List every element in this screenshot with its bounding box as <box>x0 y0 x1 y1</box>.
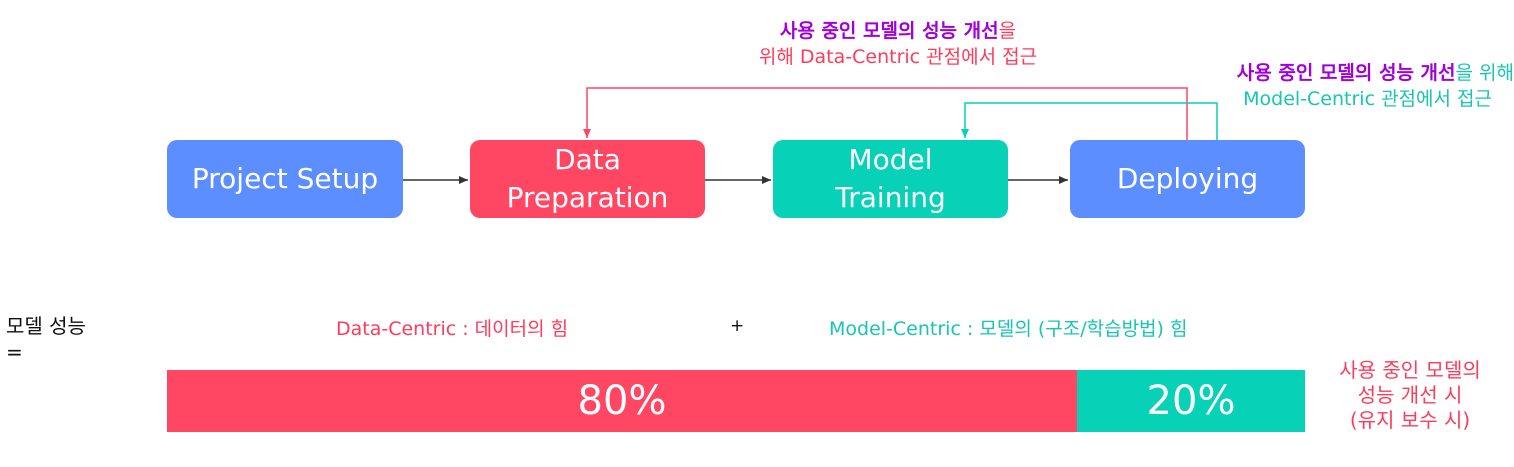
model-centric-annotation-emphasis: 사용 중인 모델의 성능 개선 <box>1236 62 1456 84</box>
data-centric-label: Data-Centric : 데이터의 힘 <box>336 318 569 340</box>
model-centric-annotation-line1: 사용 중인 모델의 성능 개선을 위해 <box>1180 60 1514 86</box>
model-centric-label: Model-Centric : 모델의 (구조/학습방법) 힘 <box>829 318 1188 340</box>
performance-bar: 80% 20% <box>167 370 1305 432</box>
performance-label: 모델 성능 = <box>6 313 86 365</box>
performance-label-line2: = <box>6 340 23 364</box>
maintenance-note-line2: 성능 개선 시 <box>1357 383 1463 407</box>
plus-sign: + <box>730 316 745 336</box>
step-project-setup-label: Project Setup <box>191 162 379 195</box>
data-centric-annotation-emphasis: 사용 중인 모델의 성능 개선 <box>779 20 999 42</box>
data-centric-annotation-line1: 사용 중인 모델의 성능 개선을 <box>698 18 1098 44</box>
model-centric-annotation: 사용 중인 모델의 성능 개선을 위해 Model-Centric 관점에서 접… <box>1180 60 1514 112</box>
step-model-training-label-line1: Model <box>848 143 933 176</box>
data-centric-share-bar: 80% <box>167 370 1077 432</box>
model-centric-share-text: 20% <box>1146 378 1236 424</box>
step-data-preparation-label-line2: Preparation <box>506 181 669 214</box>
model-centric-share-bar: 20% <box>1077 370 1305 432</box>
feedback-arrow-data-centric <box>583 87 1188 140</box>
step-model-training: Model Training <box>773 140 1008 218</box>
data-centric-share-text: 80% <box>577 378 667 424</box>
step-deploying-label: Deploying <box>1116 162 1259 195</box>
step-project-setup: Project Setup <box>167 140 403 218</box>
feedback-arrow-model-centric <box>961 102 1218 140</box>
maintenance-note-line1: 사용 중인 모델의 <box>1339 358 1481 382</box>
model-centric-annotation-tail: 을 위해 <box>1455 62 1514 84</box>
performance-label-line1: 모델 성능 <box>6 314 86 338</box>
step-data-preparation: Data Preparation <box>470 140 705 218</box>
data-centric-annotation: 사용 중인 모델의 성능 개선을 위해 Data-Centric 관점에서 접근 <box>698 18 1098 70</box>
step-model-training-label-line2: Training <box>835 181 946 214</box>
data-centric-annotation-tail: 을 <box>998 20 1017 42</box>
step-deploying: Deploying <box>1070 140 1305 218</box>
maintenance-note: 사용 중인 모델의 성능 개선 시 (유지 보수 시) <box>1310 358 1510 433</box>
maintenance-note-line3: (유지 보수 시) <box>1349 408 1471 432</box>
data-centric-annotation-line2: 위해 Data-Centric 관점에서 접근 <box>758 46 1038 68</box>
step-data-preparation-label-line1: Data <box>554 143 621 176</box>
model-centric-annotation-line2: Model-Centric 관점에서 접근 <box>1243 88 1492 110</box>
